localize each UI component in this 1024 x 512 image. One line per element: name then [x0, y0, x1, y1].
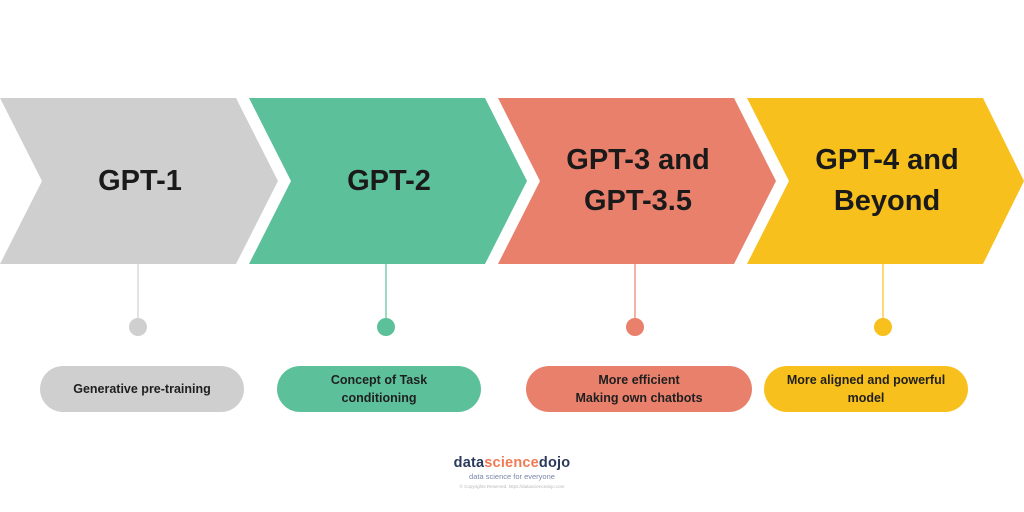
- description-pill-gpt3: More efficient Making own chatbots: [526, 366, 752, 412]
- stage-chevron-gpt3: [498, 98, 776, 264]
- stage-chevron-gpt2: [249, 98, 527, 264]
- stage-title-gpt3: GPT-3 and GPT-3.5: [566, 144, 710, 217]
- description-pill-gpt4: More aligned and powerful model: [764, 366, 968, 412]
- dot-gpt1: [129, 318, 147, 336]
- stage-chevron-gpt1: [0, 98, 278, 264]
- stage-title-gpt1: GPT-1: [98, 164, 182, 197]
- dot-gpt4: [874, 318, 892, 336]
- stage-chevron-gpt4: [747, 98, 1024, 264]
- description-pill-gpt2: Concept of Task conditioning: [277, 366, 481, 412]
- logo-tagline: data science for everyone: [469, 472, 555, 481]
- dot-gpt2: [377, 318, 395, 336]
- stage-title-gpt2: GPT-2: [347, 164, 431, 197]
- description-pill-gpt1: Generative pre-training: [40, 366, 244, 412]
- stage-title-gpt4: GPT-4 and Beyond: [815, 144, 959, 217]
- copyright-text: © Copyrights Reserved. https://datascien…: [459, 484, 565, 489]
- logo-wordmark: datasciencedojo: [453, 455, 571, 471]
- brand-logo: datasciencedojo data science for everyon…: [412, 455, 612, 489]
- dot-gpt3: [626, 318, 644, 336]
